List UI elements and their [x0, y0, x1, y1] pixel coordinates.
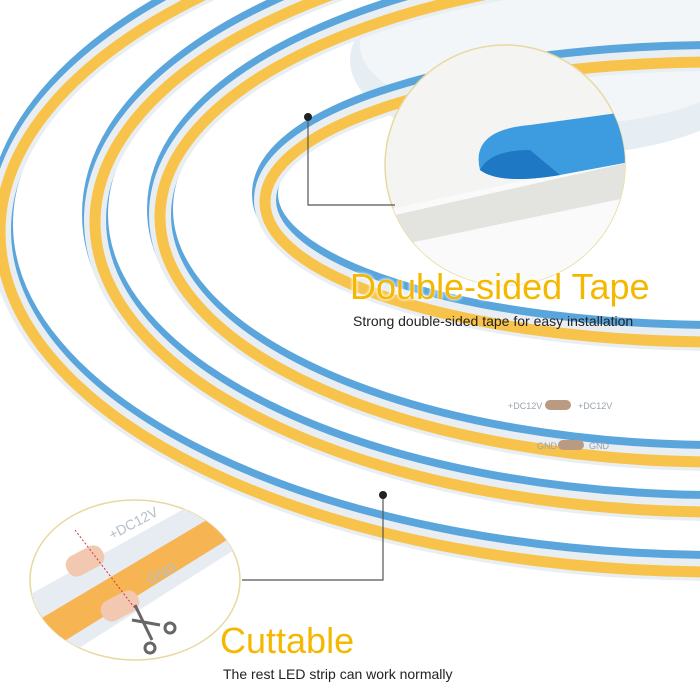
strip-markings: +DC12V +DC12V GND GND: [508, 400, 612, 451]
ground-marking: GND: [537, 441, 558, 451]
strip-loop-layer: [89, 0, 700, 518]
cut-callout: +DC12V GND: [29, 499, 241, 661]
scissors-icon: [131, 604, 177, 655]
leader-dot: [304, 113, 312, 121]
positive-marking: +DC12V: [508, 401, 542, 411]
feature-title: Cuttable: [220, 620, 355, 661]
feature-subtitle: Strong double-sided tape for easy instal…: [353, 313, 634, 329]
feature-title: Double-sided Tape: [350, 266, 650, 307]
leader-lines: [242, 117, 395, 581]
strip-loop-layer: [259, 56, 700, 348]
strip-loops: [0, 0, 700, 581]
positive-marking: +DC12V: [578, 401, 612, 411]
leader-dot: [379, 491, 387, 499]
feature-subtitle: The rest LED strip can work normally: [223, 666, 453, 682]
strip-loop-layer: [154, 0, 700, 468]
ground-marking: GND: [589, 441, 610, 451]
